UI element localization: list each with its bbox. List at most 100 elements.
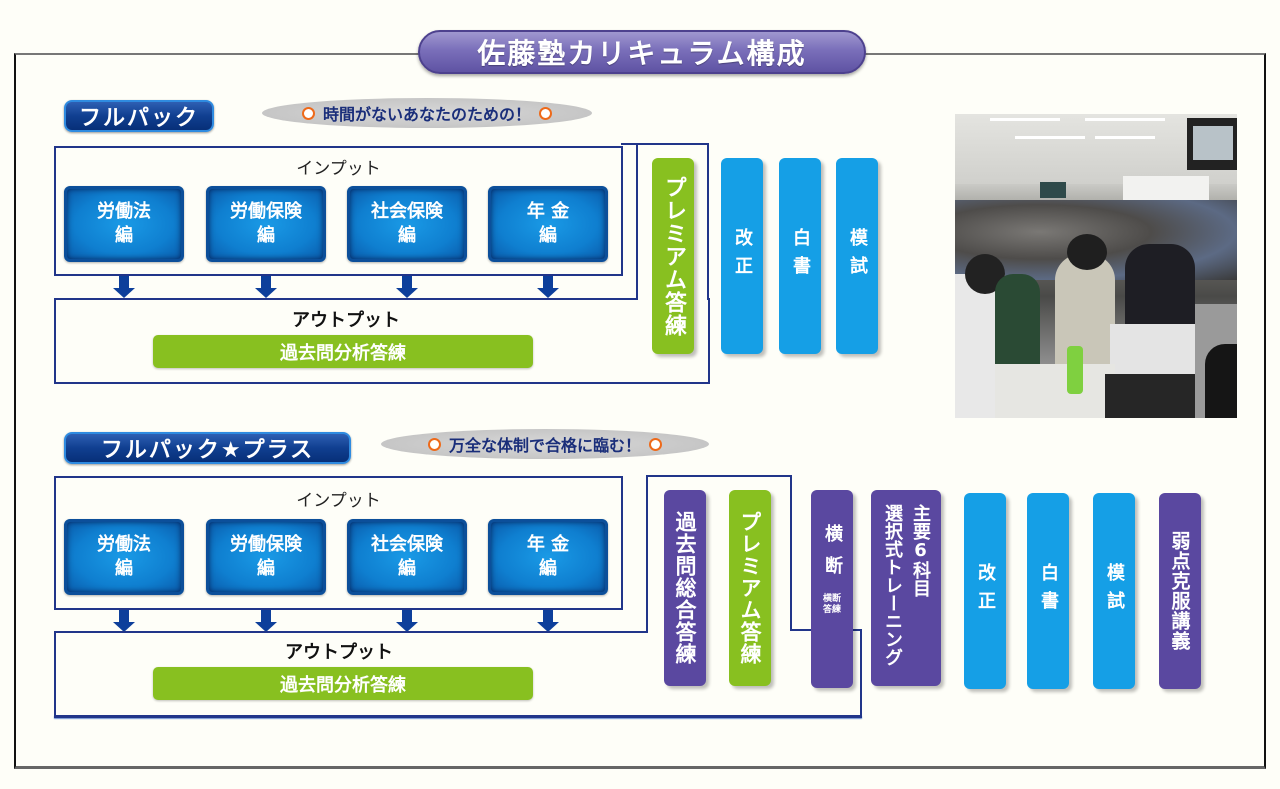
pack-title-fullpack: フルパック bbox=[64, 100, 214, 132]
photo-desk-shadow bbox=[1105, 374, 1195, 418]
extra-text: 模試 bbox=[1104, 563, 1125, 619]
course-pension: 年 金 編 bbox=[488, 519, 608, 595]
bracket-line bbox=[636, 143, 638, 300]
photo-light bbox=[1085, 118, 1165, 121]
extra-text: 改正 bbox=[732, 228, 753, 284]
tagline-fullpack: 時間がないあなたのための！ bbox=[262, 98, 592, 128]
input-box: インプット bbox=[54, 476, 623, 610]
photo-person-head bbox=[1205, 344, 1237, 418]
input-box: インプット bbox=[54, 146, 623, 276]
course-line1: 労働法 bbox=[97, 201, 151, 222]
extra-text: 過去問総合答練 bbox=[673, 511, 697, 665]
premium-bracket-top bbox=[621, 143, 709, 300]
extra-text-col2: 選択式トレーニング bbox=[882, 504, 903, 666]
output-label: アウトプット bbox=[285, 642, 393, 663]
course-line2: 編 bbox=[257, 558, 275, 579]
course-line2: 編 bbox=[398, 225, 416, 246]
photo-light bbox=[1095, 136, 1155, 139]
extra-past-exam-comprehensive: 過去問総合答練 bbox=[664, 490, 706, 686]
output-box-left-line bbox=[54, 631, 56, 717]
extra-text: 弱点克服講義 bbox=[1168, 531, 1191, 651]
output-box-top-line bbox=[54, 298, 638, 300]
bracket-line bbox=[646, 475, 792, 477]
extra-text: 白書 bbox=[1038, 563, 1059, 619]
photo-desk bbox=[1110, 324, 1195, 374]
tagline-text: 万全な体制で合格に臨む！ bbox=[448, 436, 641, 455]
photo-light bbox=[990, 118, 1060, 121]
output-box bbox=[54, 298, 710, 384]
extra-weakness-lecture: 弱点克服講義 bbox=[1159, 493, 1201, 689]
extra-revision: 改正 bbox=[964, 493, 1006, 689]
course-line1: 年 金 bbox=[526, 534, 570, 555]
photo-person bbox=[995, 274, 1040, 364]
extra-text: 模試 bbox=[847, 228, 868, 284]
course-line2: 編 bbox=[539, 558, 557, 579]
extra-mock-exam: 模試 bbox=[836, 158, 878, 354]
pack-name: フルパック★プラス bbox=[100, 438, 315, 463]
course-line1: 労働保険 bbox=[230, 201, 302, 222]
photo-desk bbox=[995, 364, 1115, 418]
photo-person-head bbox=[1067, 234, 1107, 270]
photo-small-monitor bbox=[1040, 182, 1066, 198]
extra-premium-drill: プレミアム答練 bbox=[729, 490, 771, 686]
tagline-fullpack-plus: 万全な体制で合格に臨む！ bbox=[381, 429, 709, 459]
extra-text-col1: 主要6科目 bbox=[910, 504, 931, 597]
photo-monitor bbox=[1187, 118, 1237, 170]
circle-bullet-icon bbox=[427, 437, 441, 451]
course-line1: 社会保険 bbox=[371, 201, 443, 222]
photo-monitor-screen bbox=[1193, 126, 1233, 160]
bracket-line bbox=[623, 631, 648, 633]
photo-light bbox=[1015, 136, 1085, 139]
main-title-text: 佐藤塾カリキュラム構成 bbox=[477, 37, 807, 70]
extra-mock-exam: 模試 bbox=[1093, 493, 1135, 689]
extra-text: 白書 bbox=[790, 228, 811, 284]
course-line1: 労働法 bbox=[97, 534, 151, 555]
output-course: 過去問分析答練 bbox=[153, 667, 533, 700]
course-line2: 編 bbox=[257, 225, 275, 246]
course-line2: 編 bbox=[115, 558, 133, 579]
course-line2: 編 bbox=[115, 225, 133, 246]
output-box-bottom-line bbox=[54, 715, 862, 718]
course-line1: 社会保険 bbox=[371, 534, 443, 555]
course-labor-law: 労働法 編 bbox=[64, 186, 184, 262]
extra-revision: 改正 bbox=[721, 158, 763, 354]
extra-cross-subject: 横断 横断答練 bbox=[811, 490, 853, 688]
extra-text: 改正 bbox=[975, 563, 996, 619]
output-label: アウトプット bbox=[292, 310, 400, 331]
tagline-text: 時間がないあなたのための！ bbox=[322, 105, 531, 124]
output-course-text: 過去問分析答練 bbox=[280, 674, 406, 696]
bracket-line bbox=[790, 475, 792, 631]
circle-bullet-icon bbox=[539, 106, 552, 120]
extra-selective-training: 主要6科目 選択式トレーニング bbox=[871, 490, 941, 686]
course-labor-insurance: 労働保険 編 bbox=[206, 519, 326, 595]
circle-bullet-icon bbox=[301, 106, 315, 120]
extra-white-paper: 白書 bbox=[779, 158, 821, 354]
output-course-text: 過去問分析答練 bbox=[280, 342, 406, 364]
course-labor-law: 労働法 編 bbox=[64, 519, 184, 595]
course-line1: 年 金 bbox=[526, 201, 570, 222]
extra-premium-drill: プレミアム答練 bbox=[652, 158, 694, 354]
course-line2: 編 bbox=[398, 558, 416, 579]
course-social-insurance: 社会保険 編 bbox=[347, 186, 467, 262]
extra-text: プレミアム答練 bbox=[738, 511, 762, 665]
input-label: インプット bbox=[296, 159, 381, 179]
extra-subtext: 横断答練 bbox=[822, 594, 841, 615]
bracket-line bbox=[646, 475, 648, 633]
classroom-photo bbox=[955, 114, 1237, 418]
output-course: 過去問分析答練 bbox=[153, 335, 533, 368]
photo-bottle bbox=[1067, 346, 1083, 394]
output-box-top-line bbox=[54, 631, 624, 633]
course-pension: 年 金 編 bbox=[488, 186, 608, 262]
circle-bullet-icon bbox=[649, 437, 662, 451]
input-label: インプット bbox=[296, 491, 381, 511]
course-labor-insurance: 労働保険 編 bbox=[206, 186, 326, 262]
course-social-insurance: 社会保険 編 bbox=[347, 519, 467, 595]
bracket-line bbox=[860, 629, 862, 717]
extra-white-paper: 白書 bbox=[1027, 493, 1069, 689]
course-line2: 編 bbox=[539, 225, 557, 246]
extra-text: 横断 bbox=[822, 524, 843, 588]
photo-person bbox=[1055, 254, 1115, 374]
main-title: 佐藤塾カリキュラム構成 bbox=[418, 30, 866, 74]
course-line1: 労働保険 bbox=[230, 534, 302, 555]
pack-title-fullpack-plus: フルパック★プラス bbox=[64, 432, 351, 464]
